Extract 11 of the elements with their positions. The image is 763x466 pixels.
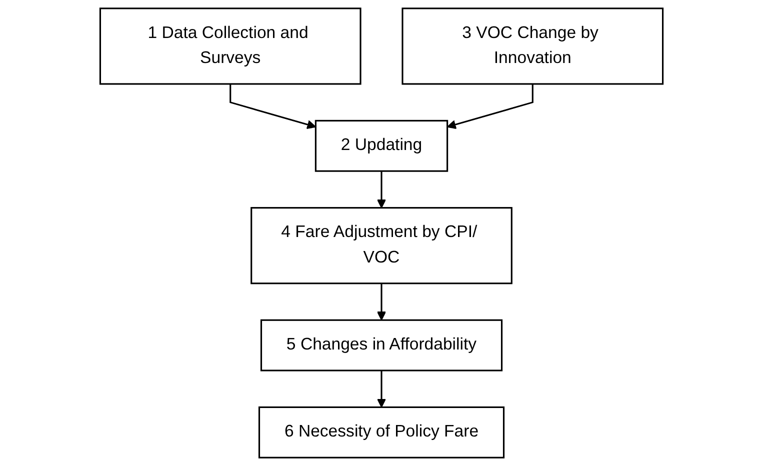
arrow	[376, 370, 386, 408]
node-box: 2 Updating	[314, 120, 448, 172]
node-box: 5 Changes in Affordability	[260, 319, 503, 372]
arrow	[446, 84, 534, 130]
node-box: 3 VOC Change by Innovation	[402, 8, 664, 85]
node-box: 4 Fare Adjustment by CPI/ VOC	[250, 207, 512, 284]
node-box: 1 Data Collection and Surveys	[99, 8, 362, 85]
arrow	[376, 171, 386, 208]
node-box: 6 Necessity of Policy Fare	[258, 406, 505, 458]
arrow	[230, 84, 316, 130]
arrow	[376, 283, 386, 321]
